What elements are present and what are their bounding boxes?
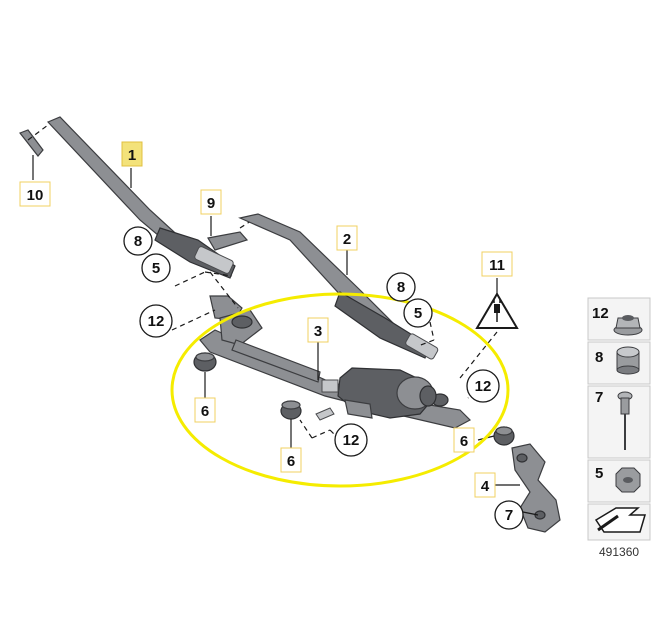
svg-text:6: 6: [287, 453, 295, 470]
callout-4: 4: [474, 472, 496, 498]
dashed-assembly-line: [171, 309, 216, 331]
callout-8-left: 8: [123, 226, 153, 256]
parts-legend-panel: 12 8 7 5: [587, 297, 651, 541]
dashed-assembly-line: [204, 271, 233, 277]
rivet-icon: [617, 391, 633, 450]
wiper-arm-right-part: [238, 213, 439, 360]
callout-1: 1: [121, 141, 143, 167]
dashed-assembly-line: [174, 271, 206, 287]
svg-text:8: 8: [397, 279, 405, 296]
wiper-arm-cap-part: [19, 121, 53, 157]
svg-text:12: 12: [592, 305, 609, 322]
hex-nut-icon: [615, 467, 641, 493]
rubber-mount-right: [493, 426, 515, 446]
svg-text:2: 2: [343, 231, 351, 248]
diagram-reference-number: 491360: [599, 545, 639, 559]
callout-2: 2: [336, 225, 358, 251]
orientation-arrow-icon: [594, 507, 647, 533]
svg-text:8: 8: [134, 233, 142, 250]
highlight-ellipse: [170, 292, 510, 488]
callout-6-right: 6: [453, 427, 475, 453]
svg-text:12: 12: [343, 432, 360, 449]
wiper-arm-left-part: [46, 116, 243, 321]
svg-text:7: 7: [595, 389, 603, 406]
svg-text:10: 10: [27, 187, 44, 204]
svg-text:12: 12: [148, 313, 165, 330]
callout-12-center: 12: [334, 423, 368, 457]
svg-text:7: 7: [505, 507, 513, 524]
cap-nut-icon: [616, 346, 640, 375]
callout-5-left: 5: [141, 253, 171, 283]
svg-text:6: 6: [201, 403, 209, 420]
callout-5-right: 5: [403, 298, 433, 328]
dashed-assembly-line: [417, 339, 435, 347]
callout-9: 9: [200, 189, 222, 215]
callout-11: 11: [481, 251, 513, 277]
svg-text:4: 4: [481, 478, 490, 495]
svg-text:1: 1: [128, 147, 136, 164]
washer-part: [315, 407, 335, 421]
callout-3: 3: [307, 317, 329, 343]
callout-8-right: 8: [386, 272, 416, 302]
dashed-assembly-line: [299, 419, 313, 439]
callout-7: 7: [494, 500, 524, 530]
svg-text:5: 5: [414, 305, 422, 322]
rubber-mount-center: [280, 400, 302, 420]
svg-text:8: 8: [595, 349, 603, 366]
dashed-assembly-line: [429, 321, 435, 341]
callout-12-right: 12: [466, 369, 500, 403]
dashed-assembly-line: [311, 429, 331, 439]
dashed-assembly-line: [209, 271, 239, 309]
wiper-linkage-motor-part: [199, 309, 471, 429]
callout-10: 10: [19, 181, 51, 207]
svg-text:5: 5: [595, 465, 603, 482]
svg-text:3: 3: [314, 323, 322, 340]
svg-text:6: 6: [460, 433, 468, 450]
electrical-connector-warning-icon: [475, 292, 519, 329]
svg-text:9: 9: [207, 195, 215, 212]
bracket-part: [511, 443, 561, 533]
rubber-mount-left: [193, 352, 217, 372]
svg-text:12: 12: [475, 378, 492, 395]
svg-text:5: 5: [152, 260, 160, 277]
callout-12-left: 12: [139, 304, 173, 338]
leader-line: [522, 511, 539, 516]
flange-nut-icon: [613, 315, 643, 336]
dashed-assembly-line: [459, 331, 498, 379]
callout-6-center: 6: [280, 447, 302, 473]
callout-6-left: 6: [194, 397, 216, 423]
svg-text:11: 11: [489, 257, 505, 274]
